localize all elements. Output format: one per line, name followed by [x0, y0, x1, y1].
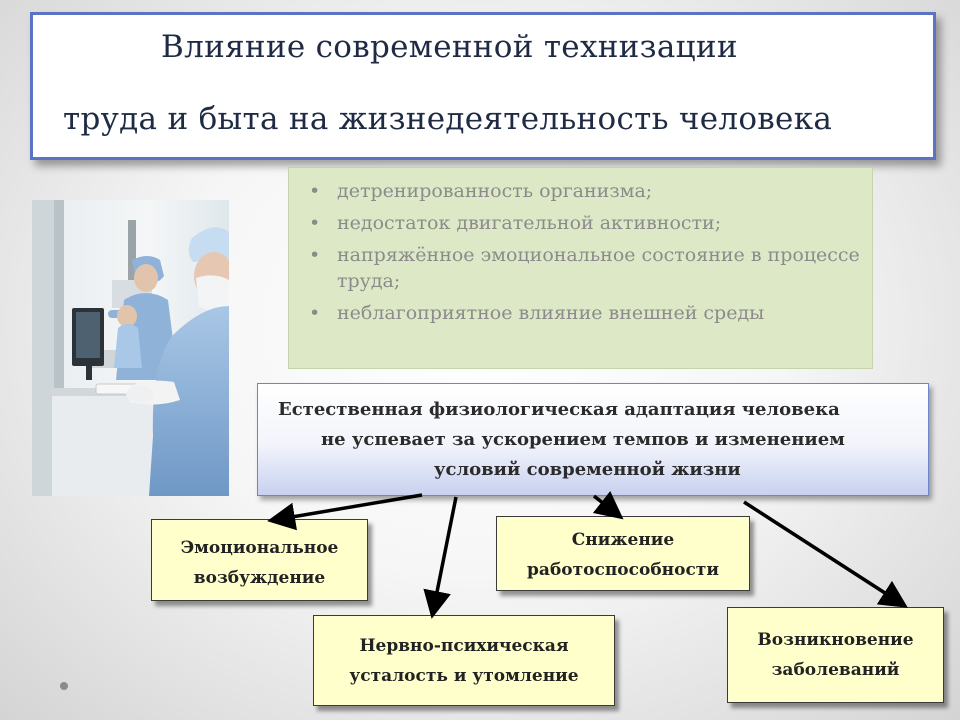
arrow-to-work-capacity: [592, 490, 624, 520]
effect-text-line: усталость и утомление: [349, 666, 579, 686]
factor-text: детренированность организма;: [337, 180, 653, 202]
effect-text-line: Снижение: [571, 530, 675, 550]
arrow-to-nervous: [423, 496, 458, 619]
factors-list: • детренированность организма; • недоста…: [305, 178, 862, 326]
factor-item: • недостаток двигательной активности;: [305, 210, 862, 236]
arrow-to-emotional: [267, 493, 423, 531]
factor-item: • детренированность организма;: [305, 178, 862, 204]
factors-box: • детренированность организма; • недоста…: [288, 167, 873, 369]
effect-text-line: Эмоциональное: [180, 538, 339, 558]
adaptation-text-line: не успевает за ускорением темпов и измен…: [321, 429, 845, 450]
bullet-glyph: •: [309, 302, 321, 324]
effect-text-line: заболеваний: [771, 660, 900, 680]
factor-item: • напряжённое эмоциональное состояние в …: [305, 242, 862, 294]
effect-text-line: Возникновение: [757, 630, 914, 650]
effect-text-line: работоспособности: [527, 560, 719, 580]
adaptation-text-line: условий современной жизни: [434, 459, 741, 480]
bullet-glyph: •: [309, 244, 321, 266]
effect-reduced-work-capacity: Снижение работоспособности: [496, 516, 750, 591]
factor-text: неблагоприятное влияние внешней среды: [337, 302, 765, 324]
arrow-to-disease: [743, 500, 908, 608]
bullet-dot-icon: [60, 682, 68, 690]
factor-item: • неблагоприятное влияние внешней среды: [305, 300, 862, 326]
photo-illustration: [32, 200, 229, 496]
slide-title-line-2: труда и быта на жизнедеятельность челове…: [63, 101, 833, 137]
effect-disease-onset: Возникновение заболеваний: [727, 607, 944, 703]
bullet-glyph: •: [309, 212, 321, 234]
adaptation-text-line: Естественная физиологическая адаптация ч…: [278, 399, 840, 420]
adaptation-box: Естественная физиологическая адаптация ч…: [257, 383, 929, 496]
factor-text: напряжённое эмоциональное состояние в пр…: [337, 244, 860, 292]
effect-text-line: возбуждение: [193, 568, 326, 588]
effect-emotional-excitement: Эмоциональное возбуждение: [151, 519, 368, 601]
lab-workers-photo: [32, 200, 229, 496]
effect-text-line: Нервно-психическая: [359, 636, 569, 656]
bullet-glyph: •: [309, 180, 321, 202]
factor-text: недостаток двигательной активности;: [337, 212, 722, 234]
effect-nervous-fatigue: Нервно-психическая усталость и утомление: [313, 615, 615, 706]
slide-title-line-1: Влияние современной технизации: [161, 29, 738, 65]
title-box: Влияние современной технизации труда и б…: [30, 12, 936, 160]
